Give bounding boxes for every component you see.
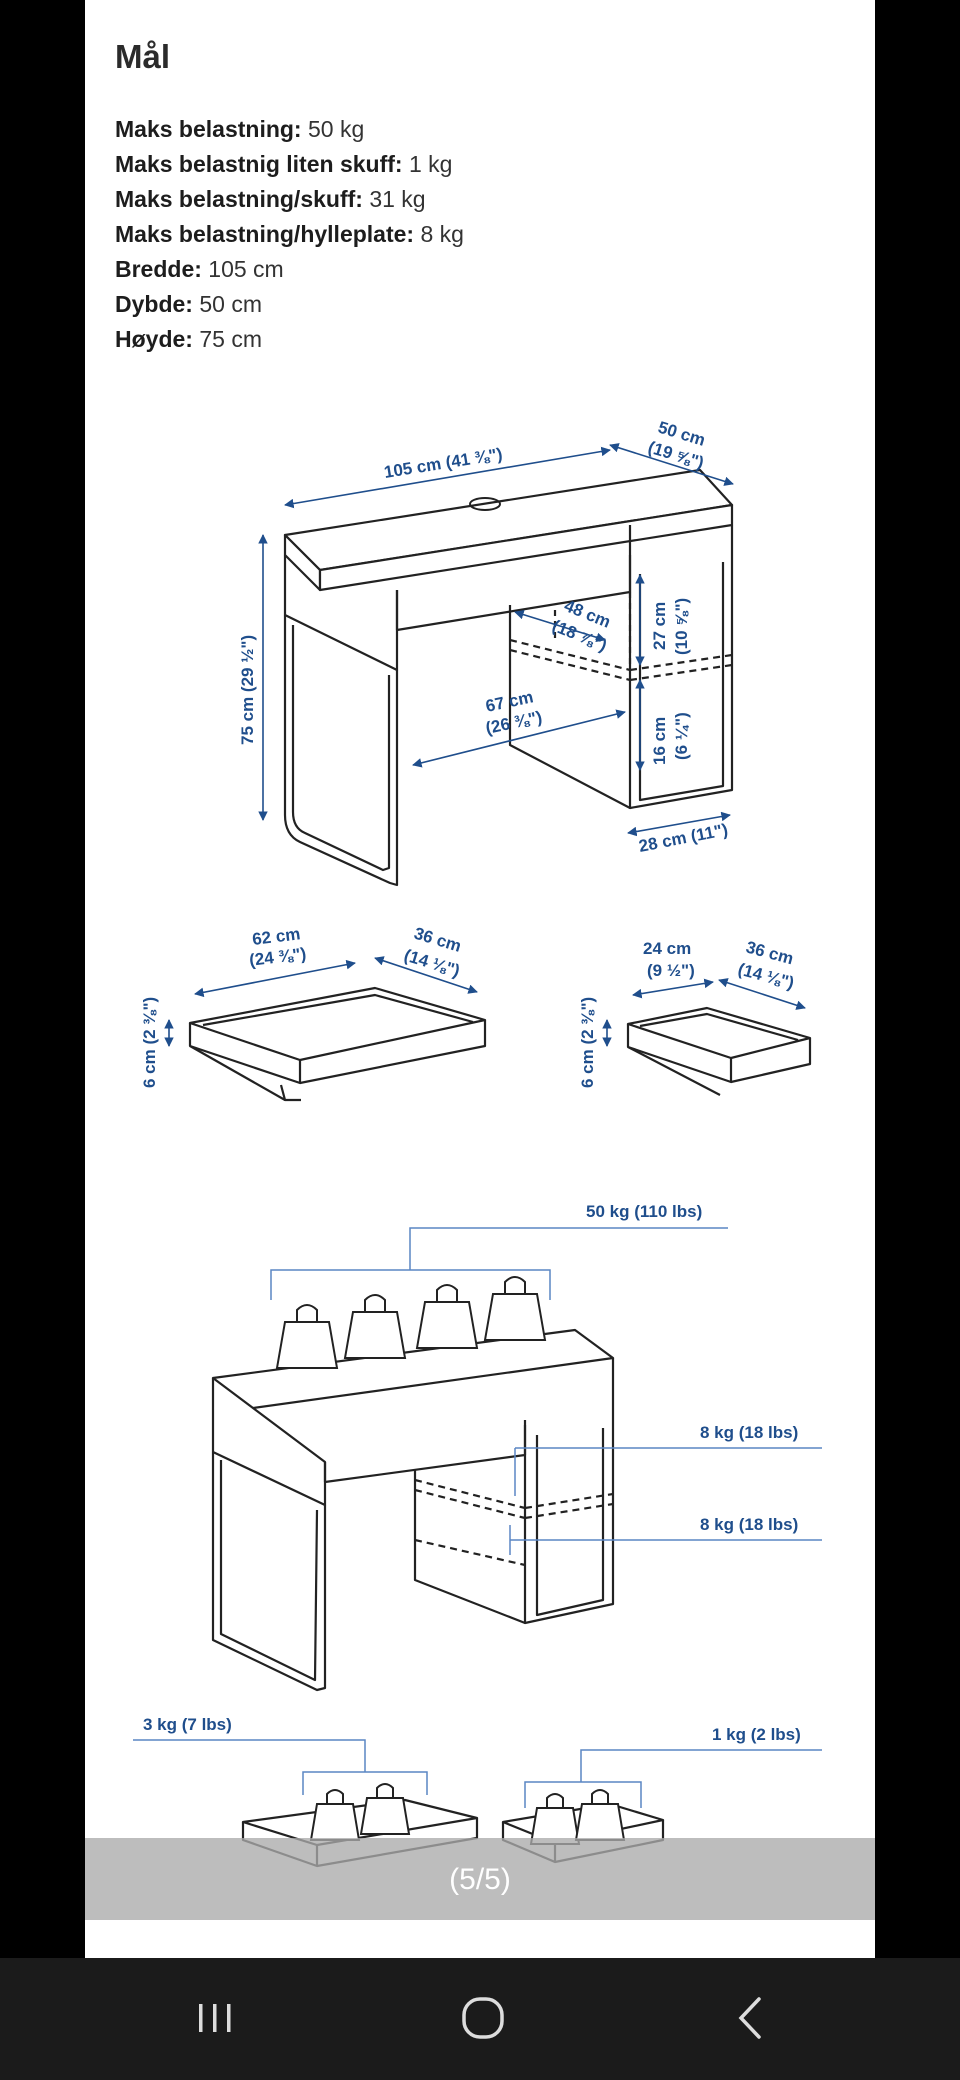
gallery-counter-overlay bbox=[85, 1838, 875, 1920]
load-shelf-lower-label: 8 kg (18 lbs) bbox=[700, 1515, 798, 1534]
android-navigation-bar bbox=[0, 1958, 960, 2080]
load-top-label: 50 kg (110 lbs) bbox=[586, 1202, 702, 1221]
spec-depth: Dybde: 50 cm bbox=[115, 291, 262, 317]
upper-space-in-label: (10 ⅝") bbox=[672, 598, 691, 655]
small-drawer-width-cm-label: 24 cm bbox=[643, 939, 691, 958]
section-title: Mål bbox=[115, 38, 171, 75]
product-dimensions-page: Mål Maks belastning: 50 kg Maks belastni… bbox=[85, 0, 875, 1958]
recent-apps-icon bbox=[199, 2004, 231, 2032]
spec-drawer-load: Maks belastning/skuff: 31 kg bbox=[115, 186, 426, 212]
back-button[interactable] bbox=[706, 1978, 796, 2058]
small-drawer-width-in-label: (9 ½") bbox=[647, 961, 695, 980]
small-drawer-drawing bbox=[626, 1006, 812, 1096]
load-large-drawer-label: 3 kg (7 lbs) bbox=[143, 1715, 232, 1734]
lower-space-in-label: (6 ¼") bbox=[672, 712, 691, 760]
back-icon bbox=[738, 1997, 761, 2039]
home-icon bbox=[462, 1997, 504, 2039]
upper-space-cm-label: 27 cm bbox=[650, 602, 669, 650]
desk-height-label: 75 cm (29 ½") bbox=[238, 635, 257, 745]
top-weights bbox=[275, 1276, 547, 1369]
large-drawer-dimension-lines bbox=[164, 956, 478, 1047]
recent-apps-button[interactable] bbox=[170, 1978, 260, 2058]
small-drawer-dimension-lines bbox=[602, 978, 806, 1047]
spec-width: Bredde: 105 cm bbox=[115, 256, 284, 282]
drawer-weights bbox=[309, 1783, 626, 1845]
small-drawer-height-label: 6 cm (2 ⅜") bbox=[578, 997, 597, 1088]
large-drawer-height-label: 6 cm (2 ⅜") bbox=[140, 997, 159, 1088]
lower-space-cm-label: 16 cm bbox=[650, 717, 669, 765]
load-desk-drawing bbox=[211, 1328, 615, 1692]
load-small-drawer-label: 1 kg (2 lbs) bbox=[712, 1725, 801, 1744]
spec-list: Maks belastning: 50 kg Maks belastnig li… bbox=[115, 112, 464, 357]
spec-small-drawer-load: Maks belastnig liten skuff: 1 kg bbox=[115, 151, 453, 177]
spec-height: Høyde: 75 cm bbox=[115, 326, 262, 352]
drawer-load-leader-lines bbox=[133, 1739, 822, 1808]
spec-max-load: Maks belastning: 50 kg bbox=[115, 116, 365, 142]
dimension-illustration[interactable]: 105 cm (41 ⅜") 50 cm (19 ⅝") 75 cm (29 ½… bbox=[85, 0, 875, 1920]
desk-dimension-lines bbox=[258, 443, 734, 837]
home-button[interactable] bbox=[438, 1978, 528, 2058]
desk-drawing bbox=[283, 468, 734, 887]
load-leader-lines bbox=[270, 1227, 822, 1555]
desk-width-label: 105 cm (41 ⅜") bbox=[383, 444, 504, 481]
gallery-counter: (5/5) bbox=[449, 1863, 511, 1896]
large-drawer-drawing bbox=[188, 986, 487, 1102]
spec-shelf-load: Maks belastning/hylleplate: 8 kg bbox=[115, 221, 464, 247]
cabinet-width-label: 28 cm (11") bbox=[637, 820, 729, 856]
load-shelf-upper-label: 8 kg (18 lbs) bbox=[700, 1423, 798, 1442]
